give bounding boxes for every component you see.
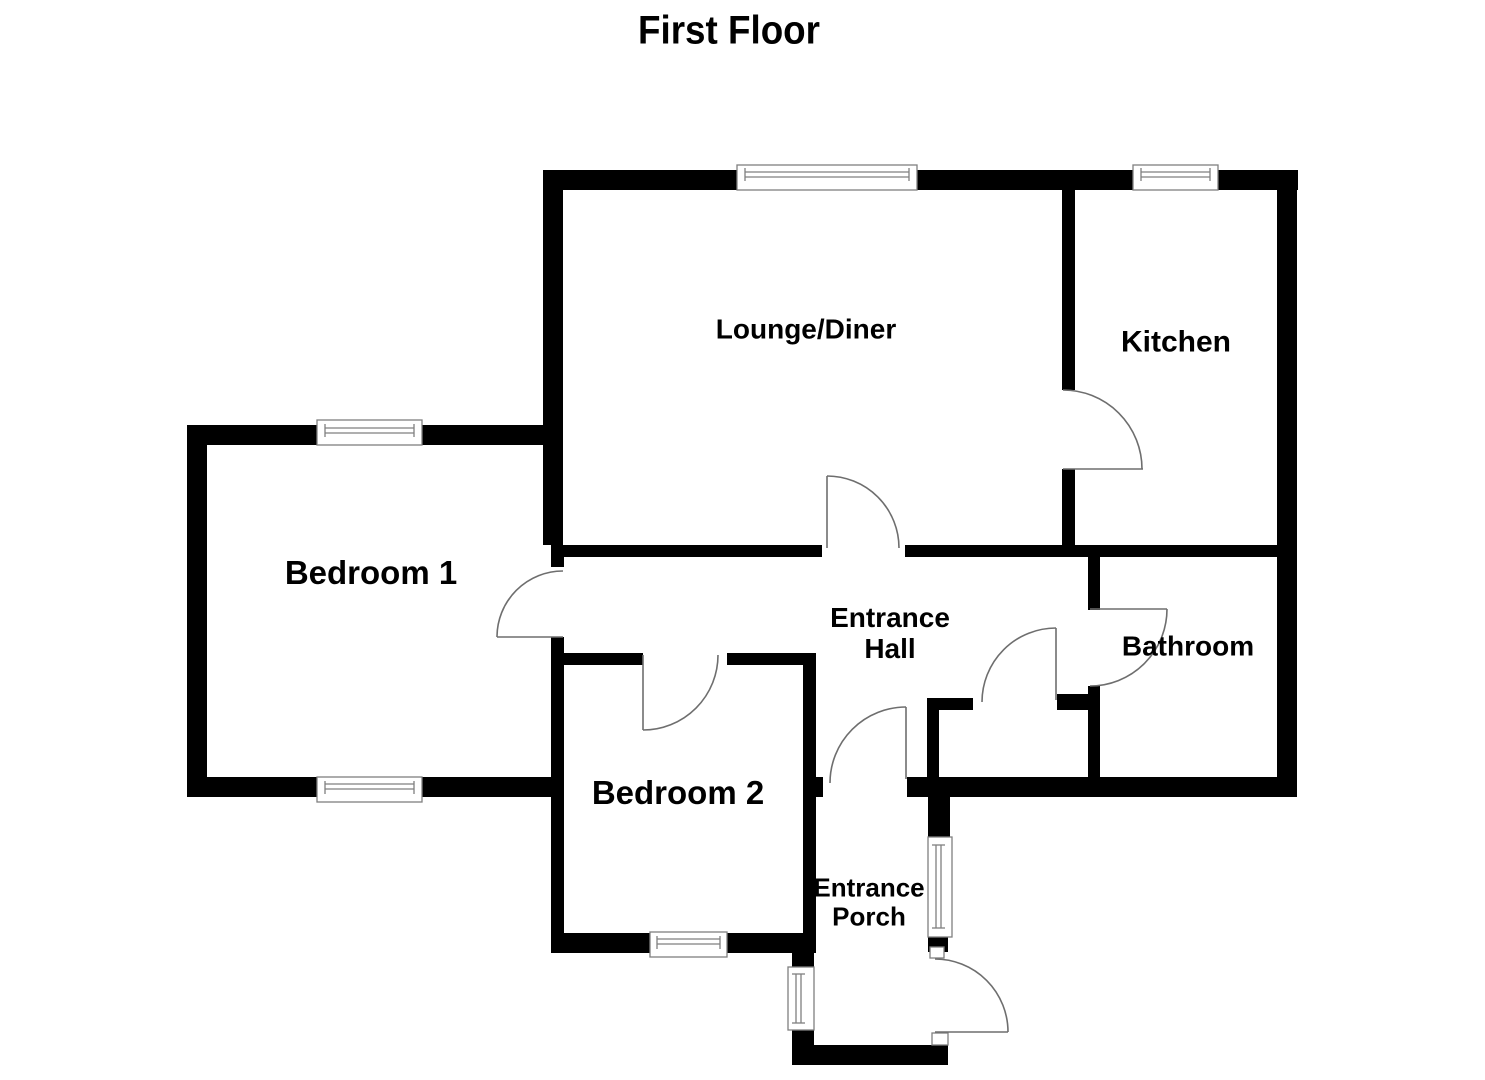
door-arc-bedroom1 (496, 570, 564, 638)
door-front (934, 958, 1009, 1033)
page-title: First Floor (638, 8, 820, 53)
door-arc-front (934, 958, 1009, 1033)
window-porch-right (927, 836, 953, 938)
wall-porch-left-upper (792, 953, 814, 967)
room-label-bedroom1: Bedroom 1 (284, 553, 458, 591)
walls (187, 170, 1298, 1065)
room-label-porch: Entrance Porch (813, 872, 925, 931)
room-label-bedroom2: Bedroom 2 (591, 773, 765, 811)
wall-kitchen-divider-lower (1062, 469, 1075, 557)
wall-bedroom2-top-right (727, 653, 816, 665)
wall-porch-right-upper (928, 797, 950, 837)
doors (496, 389, 1168, 1033)
wall-bathroom-left-upper (1088, 557, 1100, 610)
wall-bedroom2-right (803, 653, 816, 953)
wall-porch-bottom (792, 1045, 948, 1065)
front-door-jamb (931, 1032, 949, 1046)
wall-hall-lounge-right (905, 545, 1297, 557)
door-arc-porch-hall (829, 706, 907, 784)
door-bedroom1 (496, 570, 564, 638)
door-cupboard (981, 627, 1057, 703)
door-arc-cupboard (981, 627, 1057, 703)
door-lounge (826, 475, 900, 549)
windows (316, 164, 1219, 1046)
window-lounge (736, 164, 918, 191)
window-kitchen (1132, 164, 1219, 191)
wall-hall-lounge-left (563, 545, 822, 557)
window-porch-left (787, 966, 815, 1031)
wall-right (1277, 170, 1297, 797)
wall-bathroom-left-lower (1088, 686, 1100, 797)
wall-porch-door-jamb (811, 777, 823, 797)
wall-bedroom2-top-left (563, 653, 643, 665)
wall-cupboard-top-right (1057, 694, 1088, 710)
room-label-kitchen: Kitchen (1120, 325, 1232, 359)
room-label-lounge: Lounge/Diner (715, 313, 897, 345)
porch-window-jamb (929, 946, 945, 959)
wall-porch-left-lower (792, 1030, 814, 1045)
door-arc-bedroom2 (642, 654, 719, 731)
room-label-hall: Entrance Hall (830, 602, 950, 664)
wall-bedroom2-left (551, 637, 564, 953)
window-bedroom2-bottom (649, 931, 728, 958)
wall-bedroom1-right (551, 545, 564, 567)
door-kitchen (1062, 389, 1143, 470)
door-bedroom2 (642, 654, 719, 731)
window-bedroom1-bottom (316, 776, 423, 803)
wall-top (543, 170, 1298, 190)
door-arc-bathroom (1089, 608, 1168, 687)
door-bathroom (1089, 608, 1168, 687)
wall-cupboard-top-left (927, 698, 973, 710)
door-porch-hall (829, 706, 907, 784)
window-bedroom1-top (316, 419, 423, 446)
door-arc-kitchen (1062, 389, 1143, 470)
wall-bottom-right (907, 777, 1297, 797)
room-label-bathroom: Bathroom (1121, 630, 1255, 662)
wall-left (187, 425, 207, 797)
wall-kitchen-divider-upper (1062, 190, 1075, 390)
wall-lounge-left (543, 170, 563, 545)
wall-cupboard-left (927, 698, 939, 777)
door-arc-lounge (826, 475, 900, 549)
